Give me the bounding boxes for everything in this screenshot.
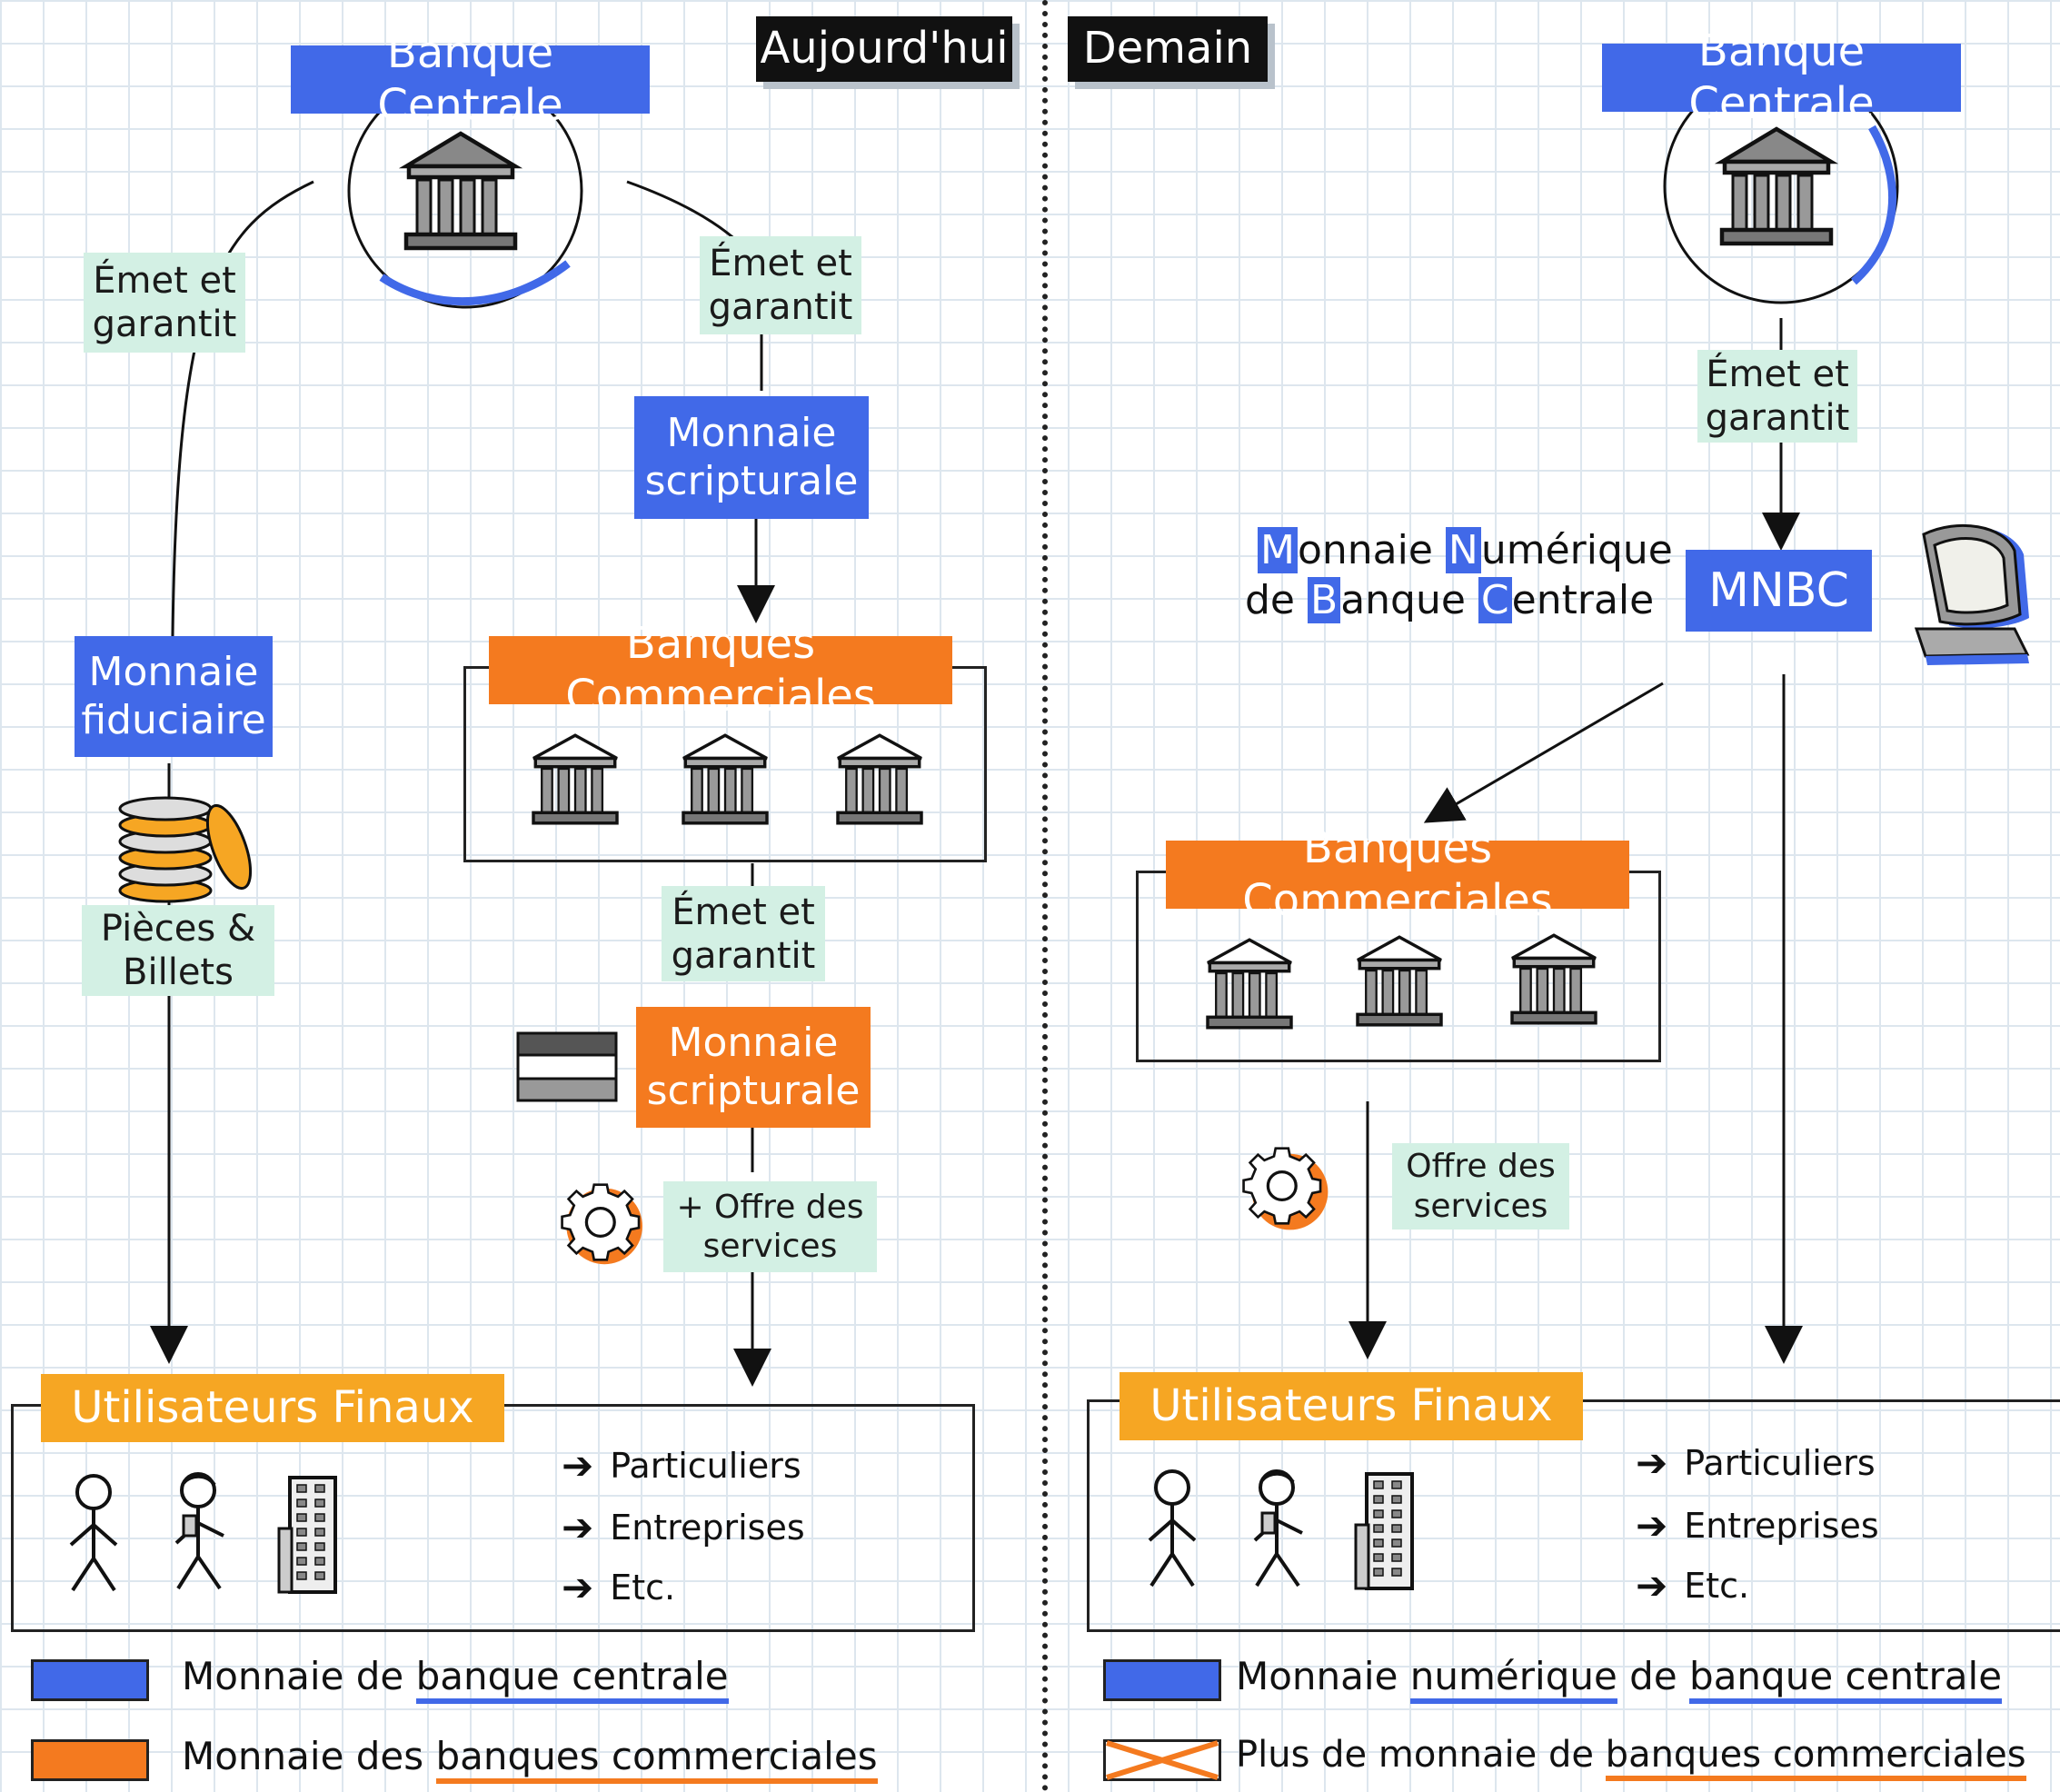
center-divider: [1042, 0, 1048, 1792]
computer-icon: [1914, 523, 2030, 665]
person-icon: [69, 1474, 118, 1592]
legend-swatch-blue: [31, 1659, 149, 1701]
gear-icon: [561, 1183, 642, 1265]
bank-icon: [398, 131, 523, 251]
legend-swatch-blue: [1103, 1659, 1221, 1701]
left-users-list-label: Entreprises: [610, 1507, 805, 1548]
fiduciary-money-label: Monnaie fiduciaire: [75, 636, 273, 757]
right-end-users-label: Utilisateurs Finaux: [1120, 1372, 1583, 1440]
right-users-list-item: ➔ Etc.: [1636, 1563, 1749, 1608]
left-users-list-item: ➔ Etc.: [562, 1565, 675, 1609]
left-commercial-banks-label: Banques Commerciales: [489, 618, 952, 722]
legend-text-commercial-money: Monnaie des banques commerciales: [182, 1734, 878, 1784]
arrow-right-icon: ➔: [1636, 1503, 1668, 1548]
mnbc-label: MNBC: [1686, 550, 1872, 632]
bank-icon: [836, 733, 923, 825]
right-commercial-banks-label: Banques Commerciales: [1166, 822, 1629, 926]
bank-icon: [532, 733, 619, 825]
right-users-list-item: ➔ Particuliers: [1636, 1440, 1876, 1485]
left-users-list-label: Etc.: [610, 1567, 676, 1608]
legend-text-digital-central-money: Monnaie numérique de banque centrale: [1236, 1654, 2003, 1704]
person-icon: [1148, 1469, 1197, 1588]
coins-icon: [118, 796, 253, 903]
person-icon: [1253, 1469, 1303, 1588]
right-users-list-label: Entreprises: [1684, 1505, 1879, 1546]
banknote-icon: [516, 1031, 618, 1102]
crossed-swatch-icon: [1103, 1739, 1221, 1781]
arrow-right-icon: ➔: [562, 1443, 594, 1488]
left-central-bank-label: Banque Centrale: [291, 27, 650, 131]
building-icon: [277, 1476, 337, 1594]
header-tomorrow: Demain: [1068, 16, 1268, 82]
right-users-list-label: Etc.: [1684, 1565, 1750, 1606]
bank-icon: [682, 733, 769, 825]
arrow-right-icon: ➔: [1636, 1563, 1668, 1608]
mnbc-full-name: Monnaie Numérique de Banque Centrale: [1245, 527, 1673, 623]
right-users-list-label: Particuliers: [1684, 1442, 1876, 1483]
bank-icon: [1714, 126, 1839, 246]
person-icon: [174, 1472, 224, 1590]
right-services-label: Offre des services: [1392, 1143, 1569, 1230]
building-icon: [1354, 1472, 1414, 1590]
header-today: Aujourd'hui: [756, 16, 1012, 82]
left-scriptural-money-top: Monnaie scripturale: [634, 396, 869, 519]
left-services-label: + Offre des services: [663, 1181, 877, 1272]
left-users-list-item: ➔ Particuliers: [562, 1443, 801, 1488]
legend-text-central-money: Monnaie de banque centrale: [182, 1654, 729, 1704]
bank-icon: [1356, 935, 1443, 1027]
left-users-list-item: ➔ Entreprises: [562, 1505, 805, 1549]
left-emit-label-left: Émet et garantit: [84, 253, 245, 353]
right-emit-label: Émet et garantit: [1697, 350, 1857, 443]
arrow-right-icon: ➔: [1636, 1440, 1668, 1485]
bank-icon: [1510, 933, 1597, 1025]
right-central-bank-label: Banque Centrale: [1602, 25, 1961, 129]
left-users-list-label: Particuliers: [610, 1445, 801, 1486]
gear-icon: [1242, 1147, 1329, 1230]
left-scriptural-money-bottom: Monnaie scripturale: [636, 1007, 871, 1128]
left-end-users-label: Utilisateurs Finaux: [41, 1374, 504, 1442]
legend-text-no-commercial-money: Plus de monnaie de banques commerciales: [1236, 1734, 2026, 1781]
coins-and-notes-label: Pièces & Billets: [82, 905, 274, 996]
legend-swatch-orange: [31, 1739, 149, 1781]
left-emit-label-right: Émet et garantit: [700, 236, 861, 334]
bank-icon: [1206, 938, 1293, 1030]
commercial-emit-label: Émet et garantit: [662, 886, 825, 981]
right-users-list-item: ➔ Entreprises: [1636, 1503, 1879, 1548]
arrow-right-icon: ➔: [562, 1565, 594, 1609]
arrow-right-icon: ➔: [562, 1505, 594, 1549]
